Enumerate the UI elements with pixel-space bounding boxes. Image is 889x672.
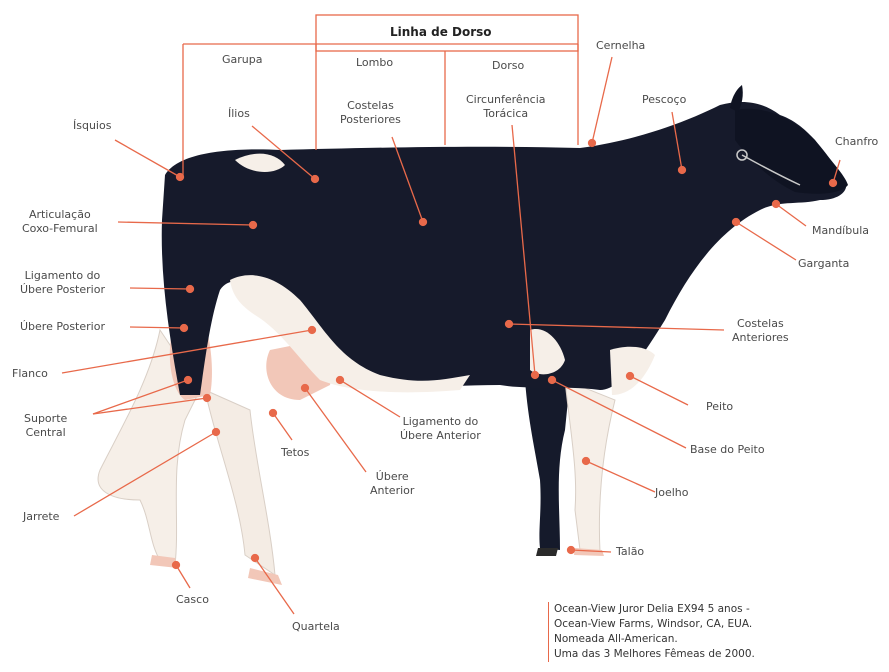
label-ubere-posterior: Úbere Posterior (20, 320, 105, 334)
cow-hoof-front (536, 548, 558, 556)
label-articulacao: Articulação Coxo-Femural (22, 208, 98, 236)
cow-rear-leg-right (205, 390, 275, 575)
label-garupa: Garupa (222, 53, 262, 67)
label-flanco: Flanco (12, 367, 48, 381)
label-base-peito: Base do Peito (690, 443, 765, 457)
label-tetos: Tetos (281, 446, 309, 460)
label-dorso: Dorso (492, 59, 524, 73)
label-garganta: Garganta (798, 257, 849, 271)
cow-front-leg-right (565, 380, 615, 552)
label-cernelha: Cernelha (596, 39, 645, 53)
label-costelas-posteriores: Costelas Posteriores (340, 99, 401, 127)
label-pescoco: Pescoço (642, 93, 686, 107)
photo-caption: Ocean-View Juror Delia EX94 5 anos - Oce… (548, 602, 755, 662)
cow-front-leg-left (525, 380, 570, 550)
label-isquios: Ísquios (73, 119, 111, 133)
cow-patch-brisket (610, 347, 655, 395)
label-joelho: Joelho (655, 486, 689, 500)
cow-hoof-rear2 (248, 568, 282, 585)
label-ilios: Ílios (228, 107, 250, 121)
label-quartela: Quartela (292, 620, 340, 634)
label-suporte-central: Suporte Central (24, 412, 67, 440)
label-mandibula: Mandíbula (812, 224, 869, 238)
label-casco: Casco (176, 593, 209, 607)
label-talao: Talão (616, 545, 644, 559)
label-lombo: Lombo (356, 56, 393, 70)
label-circunferencia-toracica: Circunferência Torácica (466, 93, 546, 121)
label-chanfro: Chanfro (835, 135, 878, 149)
topline-title: Linha de Dorso (390, 25, 492, 39)
label-peito: Peito (706, 400, 733, 414)
label-ligamento-anterior: Ligamento do Úbere Anterior (400, 415, 481, 443)
label-ubere-anterior: Úbere Anterior (370, 470, 414, 498)
label-jarrete: Jarrete (23, 510, 59, 524)
label-costelas-anteriores: Costelas Anteriores (732, 317, 789, 345)
label-ligamento-posterior: Ligamento do Úbere Posterior (20, 269, 105, 297)
